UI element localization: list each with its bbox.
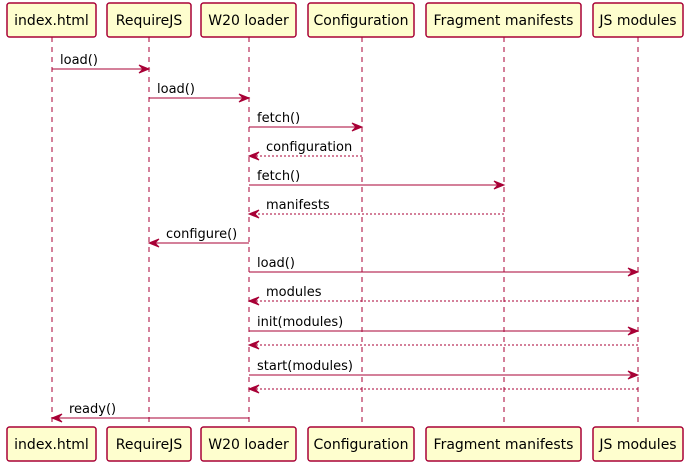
participant-box [592, 2, 684, 38]
participant-label: index.html [14, 437, 89, 453]
arrowhead [627, 267, 640, 277]
message-label: fetch() [257, 169, 300, 184]
message-label: start(modules) [257, 359, 353, 374]
participant-box [307, 426, 415, 462]
participant-label: Configuration [314, 437, 409, 453]
message-label: load() [60, 53, 98, 68]
participant-modules-bottom: JS modules [592, 426, 684, 462]
arrowhead [247, 151, 260, 161]
message-6: manifests [247, 198, 504, 219]
participant-label: Configuration [314, 13, 409, 29]
message-11 [247, 340, 638, 350]
participant-config-top: Configuration [307, 2, 415, 38]
participant-box [200, 426, 297, 462]
arrowhead [627, 370, 640, 380]
message-1: load() [52, 53, 151, 74]
message-label: configure() [166, 227, 237, 242]
participant-box [106, 2, 192, 38]
arrowhead [627, 326, 640, 336]
participant-label: RequireJS [116, 437, 183, 453]
participant-box [425, 426, 582, 462]
message-label: ready() [69, 402, 116, 417]
message-3: fetch() [249, 111, 364, 132]
participant-box [425, 2, 582, 38]
participants-top: index.html RequireJS W20 loader Configurati… [6, 2, 684, 38]
arrowhead [50, 413, 63, 423]
participant-manifests-bottom: Fragment manifests [425, 426, 582, 462]
message-label: load() [157, 82, 195, 97]
participant-label: Fragment manifests [434, 13, 574, 29]
message-4: configuration [247, 140, 362, 161]
message-label: fetch() [257, 111, 300, 126]
message-label: load() [257, 256, 295, 271]
participant-modules-top: JS modules [592, 2, 684, 38]
participant-label: JS modules [598, 437, 676, 453]
participant-loader-top: W20 loader [200, 2, 297, 38]
participant-box [6, 2, 97, 38]
participant-label: W20 loader [208, 13, 289, 29]
message-12: start(modules) [249, 359, 640, 380]
arrowhead [147, 238, 160, 248]
participant-label: W20 loader [208, 437, 289, 453]
message-8: load() [249, 256, 640, 277]
participant-config-bottom: Configuration [307, 426, 415, 462]
participant-box [592, 426, 684, 462]
message-13 [247, 384, 638, 394]
message-7: configure() [147, 227, 249, 248]
participants-bottom: index.html RequireJS W20 loader Configurati… [6, 426, 684, 462]
message-5: fetch() [249, 169, 506, 190]
participant-box [106, 426, 192, 462]
message-label: configuration [266, 140, 352, 155]
arrowhead [138, 64, 151, 74]
message-label: manifests [266, 198, 330, 213]
participant-require-top: RequireJS [106, 2, 192, 38]
participant-loader-bottom: W20 loader [200, 426, 297, 462]
arrowhead [247, 296, 260, 306]
participant-manifests-top: Fragment manifests [425, 2, 582, 38]
participant-label: RequireJS [116, 13, 183, 29]
arrowhead [247, 384, 260, 394]
arrowhead [238, 93, 251, 103]
arrowhead [351, 122, 364, 132]
arrowhead [247, 209, 260, 219]
participant-require-bottom: RequireJS [106, 426, 192, 462]
participant-label: index.html [14, 13, 89, 29]
participant-box [200, 2, 297, 38]
message-10: init(modules) [249, 315, 640, 336]
participant-index-bottom: index.html [6, 426, 97, 462]
arrowhead [493, 180, 506, 190]
messages: load() load() fetch() configuration fetch() m… [50, 53, 640, 423]
participant-box [307, 2, 415, 38]
participant-label: JS modules [598, 13, 676, 29]
message-9: modules [247, 285, 638, 306]
message-label: modules [266, 285, 322, 300]
participant-box [6, 426, 97, 462]
participant-label: Fragment manifests [434, 437, 574, 453]
lifelines [51, 37, 639, 427]
arrowhead [247, 340, 260, 350]
participant-index-top: index.html [6, 2, 97, 38]
message-2: load() [149, 82, 251, 103]
message-label: init(modules) [257, 315, 343, 330]
message-14: ready() [50, 402, 249, 423]
